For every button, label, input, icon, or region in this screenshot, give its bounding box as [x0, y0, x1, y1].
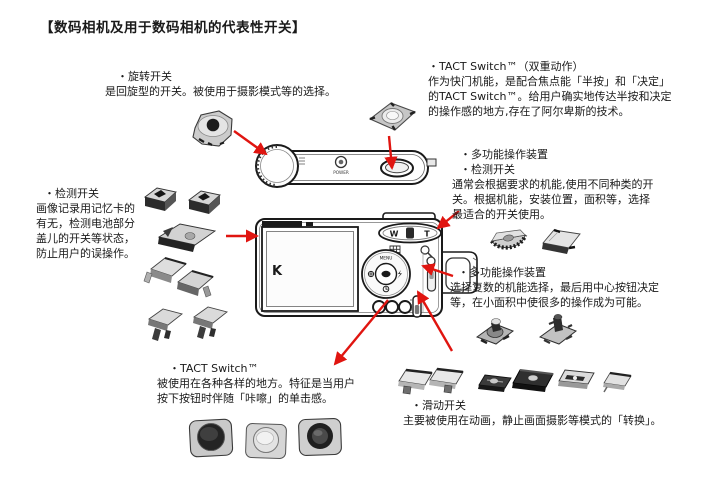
annotation-line: 按下按钮时伴随「咔嚓」的单击感。 — [157, 392, 333, 405]
annotation-heading: ・多功能操作装置 — [460, 148, 548, 161]
annotation-line: 画像记录用记忆卡的 — [36, 202, 135, 215]
annotation-tact-shutter: ・TACT Switch™（双重动作） 作为快门机能，是配合焦点能「半按」和「决… — [428, 59, 671, 119]
annotation-line: 盖儿的开关等状态， — [36, 232, 135, 245]
slide-switch-photos — [398, 367, 632, 395]
annotation-heading: ・检测开关 — [460, 163, 515, 176]
annotation-heading: ・TACT Switch™ — [169, 362, 259, 375]
annotation-line: 被使用在各种各样的地方。特征是当用户 — [157, 377, 355, 390]
mode-dial — [255, 144, 299, 188]
side-button — [426, 256, 436, 266]
tact-switch-photo-3 — [298, 417, 342, 457]
flash-icon — [397, 270, 402, 279]
annotation-line: 最适合的开关使用。 — [452, 208, 551, 221]
annotation-heading: ・检测开关 — [44, 187, 99, 200]
annotation-line: 有无，检测电池部分 — [36, 217, 135, 230]
detector-switch-photo-4 — [143, 257, 187, 284]
slide-switch-photo-3 — [478, 374, 512, 392]
zoom-rocker: W T — [378, 222, 442, 244]
slide-switch-photo-2 — [429, 367, 464, 394]
tact-switch-double-action-photo — [368, 102, 417, 131]
multi-function-switch-photos-right — [475, 228, 581, 345]
annotation-tact-switch: ・TACT Switch™ 被使用在各种各样的地方。特征是当用户 按下按钮时伴随… — [157, 361, 355, 406]
slide-switch-photo-4 — [512, 369, 554, 392]
detector-switch-photo-6 — [148, 308, 183, 341]
joystick-switch-photo-1 — [475, 318, 515, 345]
top-stripe — [262, 221, 302, 227]
side-slide-switch — [426, 268, 437, 292]
annotation-line: 作为快门机能，是配合焦点能「半按」和「决定」 — [428, 75, 670, 88]
arrow-tact-shutter — [384, 135, 398, 170]
page-title: 【数码相机及用于数码相机的代表性开关】 — [40, 20, 306, 36]
zoom-tele-label: T — [424, 230, 430, 239]
annotation-multi-function: ・多功能操作装置 选择复数的机能选择，最后用中心按钮决定 等，在小面积中使很多的… — [450, 265, 659, 310]
arrow-zoom-rocker — [436, 210, 460, 230]
brand-logo: K — [272, 264, 283, 279]
zoom-wide-label: W — [390, 230, 399, 239]
annotation-line: 防止用户的误操作。 — [36, 247, 135, 260]
slide-switch-photo-6 — [603, 371, 632, 393]
macro-icon — [367, 270, 375, 278]
detector-switch-photo-2 — [187, 190, 221, 214]
annotation-line: 是回旋型的开关。被使用于摄影模式等的选择。 — [105, 85, 336, 98]
d-pad: MENU — [361, 249, 411, 299]
annotation-heading: ・TACT Switch™（双重动作） — [428, 60, 584, 73]
detector-switch-photo-3 — [157, 223, 217, 252]
shutter-button — [380, 158, 414, 178]
bottom-buttons — [372, 300, 412, 314]
annotation-line: 关。根据机能，安装位置，面积等，选择 — [452, 193, 650, 206]
grip-ridges — [299, 157, 305, 165]
annotation-line: 通常会根据要求的机能,使用不同种类的开 — [452, 178, 654, 191]
detector-switch-photo-1 — [143, 187, 177, 211]
annotation-line: 的操作感的地方,存在了阿尔卑斯的技术。 — [428, 105, 630, 118]
annotation-line: 的TACT Switch™。给用户确实地传达半按和决定 — [428, 90, 672, 103]
detector-switch-photo-5 — [177, 270, 214, 298]
tact-switch-photos-bottom — [188, 417, 342, 459]
arrow-dpad — [421, 263, 454, 278]
annotation-heading: ・多功能操作装置 — [458, 266, 546, 279]
camera-top-view: POWER — [255, 144, 437, 188]
menu-label: MENU — [380, 256, 393, 262]
annotation-line: 等，在小面积中使很多的操作成为可能。 — [450, 296, 648, 309]
annotation-rotary-switch: ・旋转开关 是回旋型的开关。被使用于摄影模式等的选择。 — [105, 69, 336, 99]
joystick-switch-photo-2 — [538, 314, 578, 345]
power-button: POWER — [333, 155, 349, 175]
annotation-line: 选择复数的机能选择，最后用中心按钮决定 — [450, 281, 659, 294]
slide-switch-photo-5 — [558, 369, 595, 389]
slide-switch-photo-1 — [398, 368, 433, 395]
arrow-rotary — [233, 130, 268, 156]
tact-switch-photo-2 — [245, 423, 287, 459]
power-label: POWER — [333, 170, 349, 175]
tact-switch-photo-1 — [188, 418, 234, 458]
lcd-screen: K — [261, 226, 359, 312]
strap-lug — [439, 251, 478, 294]
detector-switch-photos-left — [143, 187, 228, 341]
annotation-slide-switch: ・滑动开关 主要被使用在动画，静止画面摄影等模式的「转换」。 — [403, 398, 662, 428]
annotation-detect-switch: ・检测开关 画像记录用记忆卡的 有无，检测电池部分 盖儿的开关等状态， 防止用户… — [36, 186, 135, 261]
detector-switch-photo-right — [542, 228, 581, 254]
annotation-heading: ・滑动开关 — [411, 399, 466, 412]
rotary-switch-photo — [192, 110, 233, 147]
timer-icon — [382, 285, 390, 293]
annotation-multi-detect: ・多功能操作装置 ・检测开关 通常会根据要求的机能,使用不同种类的开 关。根据机… — [452, 147, 654, 222]
rotary-dial-photo — [490, 229, 528, 250]
detector-switch-photo-7 — [193, 306, 228, 339]
pointer-arrows — [226, 130, 460, 366]
arrow-slide — [416, 290, 454, 352]
annotation-line: 主要被使用在动画，静止画面摄影等模式的「转换」。 — [403, 414, 662, 427]
arrow-tact-bottom — [333, 299, 389, 366]
strap-stub — [426, 158, 437, 167]
annotation-heading: ・旋转开关 — [117, 70, 172, 83]
camera-back-view: K W T MENU — [255, 212, 478, 318]
